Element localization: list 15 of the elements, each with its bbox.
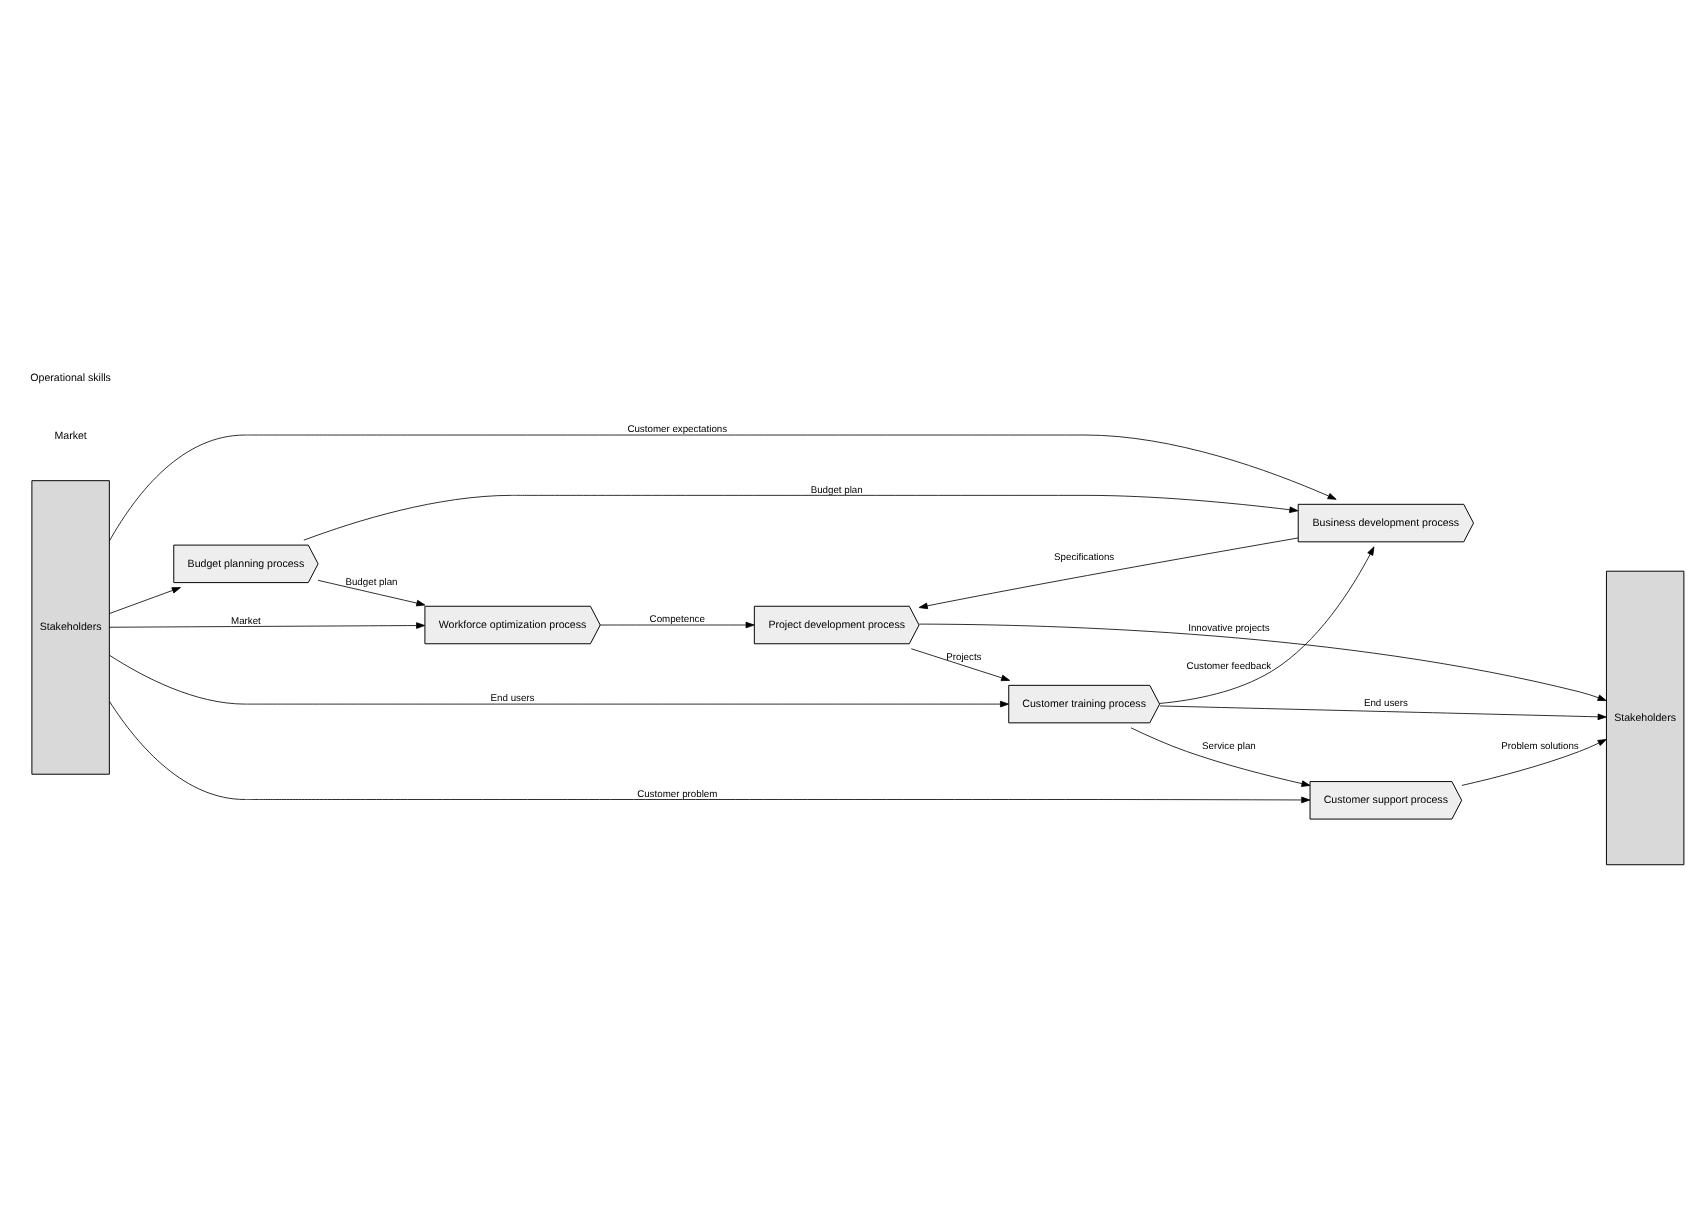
arrow (108, 622, 426, 629)
arrow (910, 648, 1011, 681)
arrow (1130, 727, 1311, 787)
arrow (109, 701, 1311, 804)
arrow (109, 654, 1009, 708)
arrow (1159, 546, 1375, 704)
arrow (317, 579, 426, 607)
arrow (303, 494, 1299, 541)
arrow (109, 434, 1337, 542)
arrow (109, 587, 181, 614)
arrow (1159, 705, 1607, 721)
arrow (1461, 739, 1607, 786)
arrow (918, 537, 1299, 610)
arrow (599, 621, 755, 629)
arrow (918, 623, 1607, 701)
